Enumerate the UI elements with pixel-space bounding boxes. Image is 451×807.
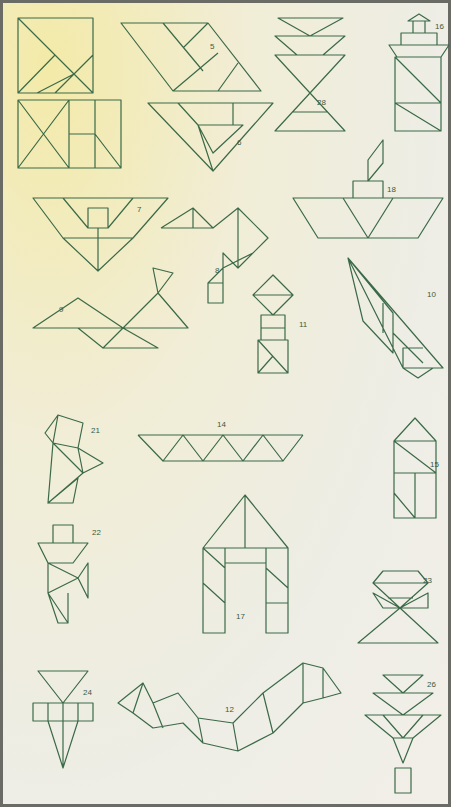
tangram-figure: [358, 571, 438, 643]
callout-number: 7: [137, 206, 141, 214]
tangram-figure: [138, 435, 303, 461]
callout-number: 16: [435, 23, 444, 31]
tangram-figure: [293, 140, 443, 238]
callout-number: 22: [92, 529, 101, 537]
tangram-figure: [203, 495, 288, 633]
tangram-figure: [148, 103, 273, 171]
tangram-figure: [253, 275, 293, 373]
callout-number: 9: [59, 306, 63, 314]
tangram-figure: [118, 663, 341, 751]
callout-number: 15: [430, 461, 439, 469]
tangram-figure: [389, 14, 449, 131]
callout-number: 24: [83, 689, 92, 697]
tangram-figure: [275, 18, 345, 131]
tangram-figure: [18, 18, 93, 93]
tangram-figure: [33, 198, 168, 271]
tangram-figure: [348, 258, 443, 378]
tangram-figure: [45, 415, 103, 503]
callout-number: 6: [237, 139, 241, 147]
callout-number: 17: [236, 613, 245, 621]
tangram-sheet: [3, 3, 451, 807]
callout-number: 28: [317, 99, 326, 107]
callout-number: 11: [299, 321, 307, 329]
tangram-figure: [161, 208, 268, 303]
callout-number: 8: [215, 267, 219, 275]
callout-number: 5: [210, 43, 214, 51]
tangram-figure: [18, 100, 121, 168]
tangram-figure: [121, 23, 261, 91]
callout-number: 18: [387, 186, 396, 194]
callout-number: 12: [225, 706, 234, 714]
tangram-figure: [38, 525, 88, 623]
callout-number: 26: [427, 681, 436, 689]
callout-number: 14: [217, 421, 226, 429]
tangram-figure: [33, 268, 188, 348]
tangram-figure: [365, 675, 441, 793]
tangram-figure: [33, 671, 93, 768]
callout-number: 23: [423, 577, 432, 585]
callout-number: 21: [91, 427, 100, 435]
callout-number: 10: [427, 291, 436, 299]
tangram-figure: [394, 418, 436, 518]
